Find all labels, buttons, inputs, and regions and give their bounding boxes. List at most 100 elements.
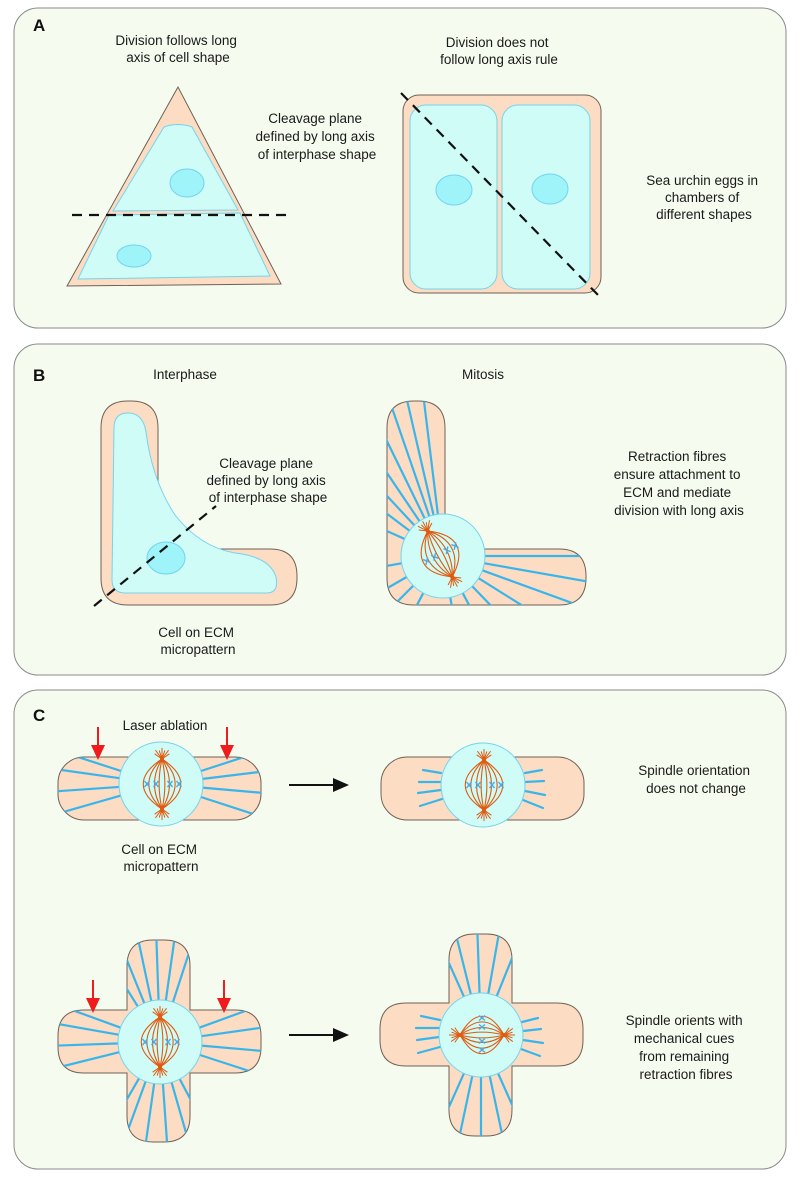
spindle-microtubule	[459, 1034, 505, 1055]
panel-a-cleavage-note: Cleavage plane defined by long axis of i…	[255, 111, 378, 162]
retraction-fibre	[521, 798, 545, 810]
chromosome	[451, 543, 459, 549]
mitotic-spindle	[464, 749, 505, 821]
retraction-fibre	[521, 1038, 545, 1045]
retraction-fibre	[199, 786, 261, 796]
spindle-microtubule	[470, 759, 485, 811]
chromosome	[141, 1038, 149, 1046]
laser-arrow-left	[86, 980, 100, 1013]
bar-micropattern-after	[380, 742, 585, 828]
retraction-fibre	[479, 568, 586, 605]
chromosome	[478, 1037, 486, 1045]
retraction-fibre	[523, 779, 546, 784]
panel-b-label: B	[33, 366, 45, 385]
retraction-fibre	[475, 576, 586, 605]
retraction-fibre	[198, 1024, 261, 1038]
panel-b: B Interphase Cleavage plane defined by l…	[13, 343, 787, 676]
nucleus-left	[435, 174, 473, 206]
row1-note: Spindle orientation does not change	[638, 763, 754, 796]
row2-note: Spindle orients with mechanical cues fro…	[626, 1013, 747, 1082]
spindle-microtubule	[140, 1016, 161, 1068]
retraction-fibre	[387, 422, 413, 534]
chromosome	[422, 558, 431, 564]
bar-caption: Cell on ECM micropattern	[121, 842, 201, 874]
retraction-fibre	[387, 401, 422, 524]
retraction-fibre	[520, 1016, 540, 1024]
spindle-microtubule	[459, 1031, 505, 1036]
spindle-microtubule	[153, 758, 163, 810]
spindle-pole	[158, 1015, 162, 1019]
retraction-fibre	[196, 1053, 261, 1081]
spindle-microtubule	[161, 758, 166, 810]
retraction-fibre	[142, 1080, 156, 1142]
spindle-microtubule	[480, 759, 485, 811]
panel-a-label: A	[33, 16, 45, 35]
chromosome	[166, 780, 174, 788]
cell-upper-half	[112, 124, 239, 212]
chromosome	[430, 554, 439, 559]
panel-a-right-heading: Division does not follow long axis rule	[440, 35, 558, 67]
retraction-fibre	[58, 766, 123, 780]
laser-arrow-icon	[217, 998, 231, 1013]
mitosis-l-micropattern	[386, 400, 587, 606]
panel-a-side-note: Sea urchin eggs in chambers of different…	[646, 173, 762, 222]
retraction-fibre	[198, 1044, 261, 1054]
nucleus-lower	[116, 244, 152, 268]
spindle-pole	[160, 807, 164, 811]
chromosome	[175, 780, 183, 788]
spindle-microtubule	[159, 1016, 164, 1068]
cell-lower-half	[77, 212, 271, 280]
mitotic-spindle	[140, 1006, 181, 1078]
spindle-pole	[160, 757, 164, 761]
cross-micropattern-after	[379, 933, 584, 1137]
panel-b-left-heading: Interphase	[153, 367, 217, 382]
mitotic-spindle	[417, 520, 463, 588]
cleavage-plane-line	[93, 505, 217, 607]
chromosome	[465, 781, 473, 789]
retraction-fibre	[416, 1045, 442, 1055]
chromosome	[478, 1014, 486, 1022]
retraction-fibre	[488, 1073, 508, 1136]
spindle-microtubule	[151, 1016, 161, 1068]
retraction-fibres	[416, 768, 547, 810]
panel-b-cleavage-note: Cleavage plane defined by long axis of i…	[206, 456, 329, 505]
retraction-fibres	[58, 940, 261, 1142]
retraction-fibre	[58, 1020, 122, 1037]
spindle-pole	[502, 1033, 506, 1037]
retraction-fibre	[199, 768, 261, 781]
spindle-pole	[158, 1065, 162, 1069]
retraction-fibre	[486, 934, 503, 997]
interphase-l-micropattern	[93, 400, 298, 607]
spindle-microtubule	[483, 759, 504, 811]
retraction-fibre	[58, 757, 125, 773]
chromosome	[478, 1023, 486, 1031]
spindle-pole	[450, 574, 455, 579]
spindle-microtubule	[459, 1015, 505, 1036]
spindle-microtubule	[146, 1016, 161, 1068]
interphase-nucleus	[146, 541, 186, 575]
retraction-fibre	[421, 768, 443, 775]
retraction-fibre	[519, 1047, 542, 1058]
panel-b-left-caption: Cell on ECM micropattern	[158, 625, 238, 657]
retraction-fibre	[387, 401, 417, 528]
spindle-microtubule	[459, 1034, 505, 1044]
laser-arrow-left	[91, 727, 105, 760]
bar-micropattern-before	[57, 741, 262, 827]
spindle-microtubule	[424, 530, 453, 578]
laser-arrow-icon	[86, 998, 100, 1013]
retraction-fibre	[133, 940, 153, 1004]
square-chamber	[400, 92, 602, 297]
spindle-pole	[425, 529, 430, 534]
spindle-microtubule	[142, 758, 163, 810]
retraction-fibre	[454, 1073, 474, 1136]
chromosome	[488, 781, 496, 789]
spindle-microtubule	[427, 531, 453, 578]
chromosome	[143, 780, 151, 788]
nucleus-right	[531, 173, 569, 205]
spindle-microtubule	[483, 759, 488, 811]
retraction-fibre	[521, 1027, 543, 1033]
spindle-microtubule	[427, 530, 460, 578]
flow-arrow-row2	[289, 1028, 349, 1042]
panel-c-label: C	[33, 706, 45, 725]
triangle-chamber	[66, 85, 292, 287]
